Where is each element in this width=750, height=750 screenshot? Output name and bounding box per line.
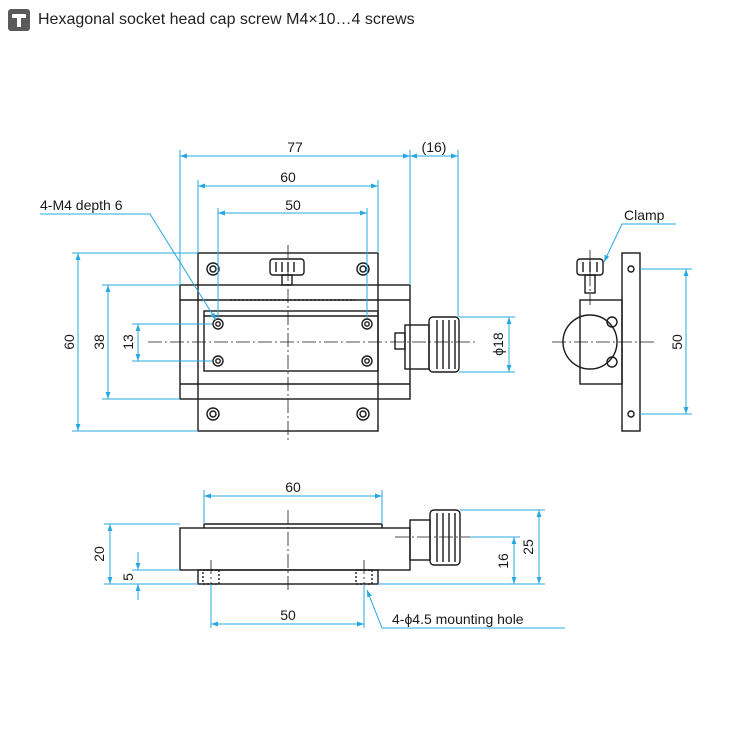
dim-height-total: 60: [61, 334, 77, 350]
dim-bottom-pitch: 50: [280, 607, 296, 623]
note-tapped-holes: 4-M4 depth 6: [40, 197, 123, 213]
screw-icon: [8, 9, 30, 31]
dim-knob-center: 16: [495, 553, 511, 569]
dim-base-height: 5: [120, 573, 136, 581]
dim-tapped-pitch-y: 13: [120, 334, 136, 350]
stage-plate-outline: [203, 310, 379, 372]
dim-tapped-pitch-x: 60: [280, 169, 296, 185]
note-clamp: Clamp: [624, 207, 665, 223]
front-body: [179, 527, 411, 571]
dim-mount-height: 50: [669, 334, 685, 350]
header: Hexagonal socket head cap screw M4×10…4 …: [8, 7, 415, 33]
top-view-dimensions: [40, 150, 515, 432]
dim-overall-width: 77: [287, 139, 303, 155]
dim-body-height: 38: [91, 334, 107, 350]
dim-knob-diameter: ϕ18: [490, 332, 506, 356]
dim-inner-width: 50: [285, 197, 301, 213]
front-view: [179, 509, 461, 585]
header-title: Hexagonal socket head cap screw M4×10…4 …: [38, 11, 415, 28]
dim-total-height: 20: [91, 546, 107, 562]
dim-knob-height: 25: [520, 539, 536, 555]
dim-top-width: 60: [285, 479, 301, 495]
dim-knob-ref: (16): [422, 139, 447, 155]
note-mounting-hole: 4-ϕ4.5 mounting hole: [392, 611, 524, 627]
micrometer-knob-outline: [428, 316, 460, 373]
